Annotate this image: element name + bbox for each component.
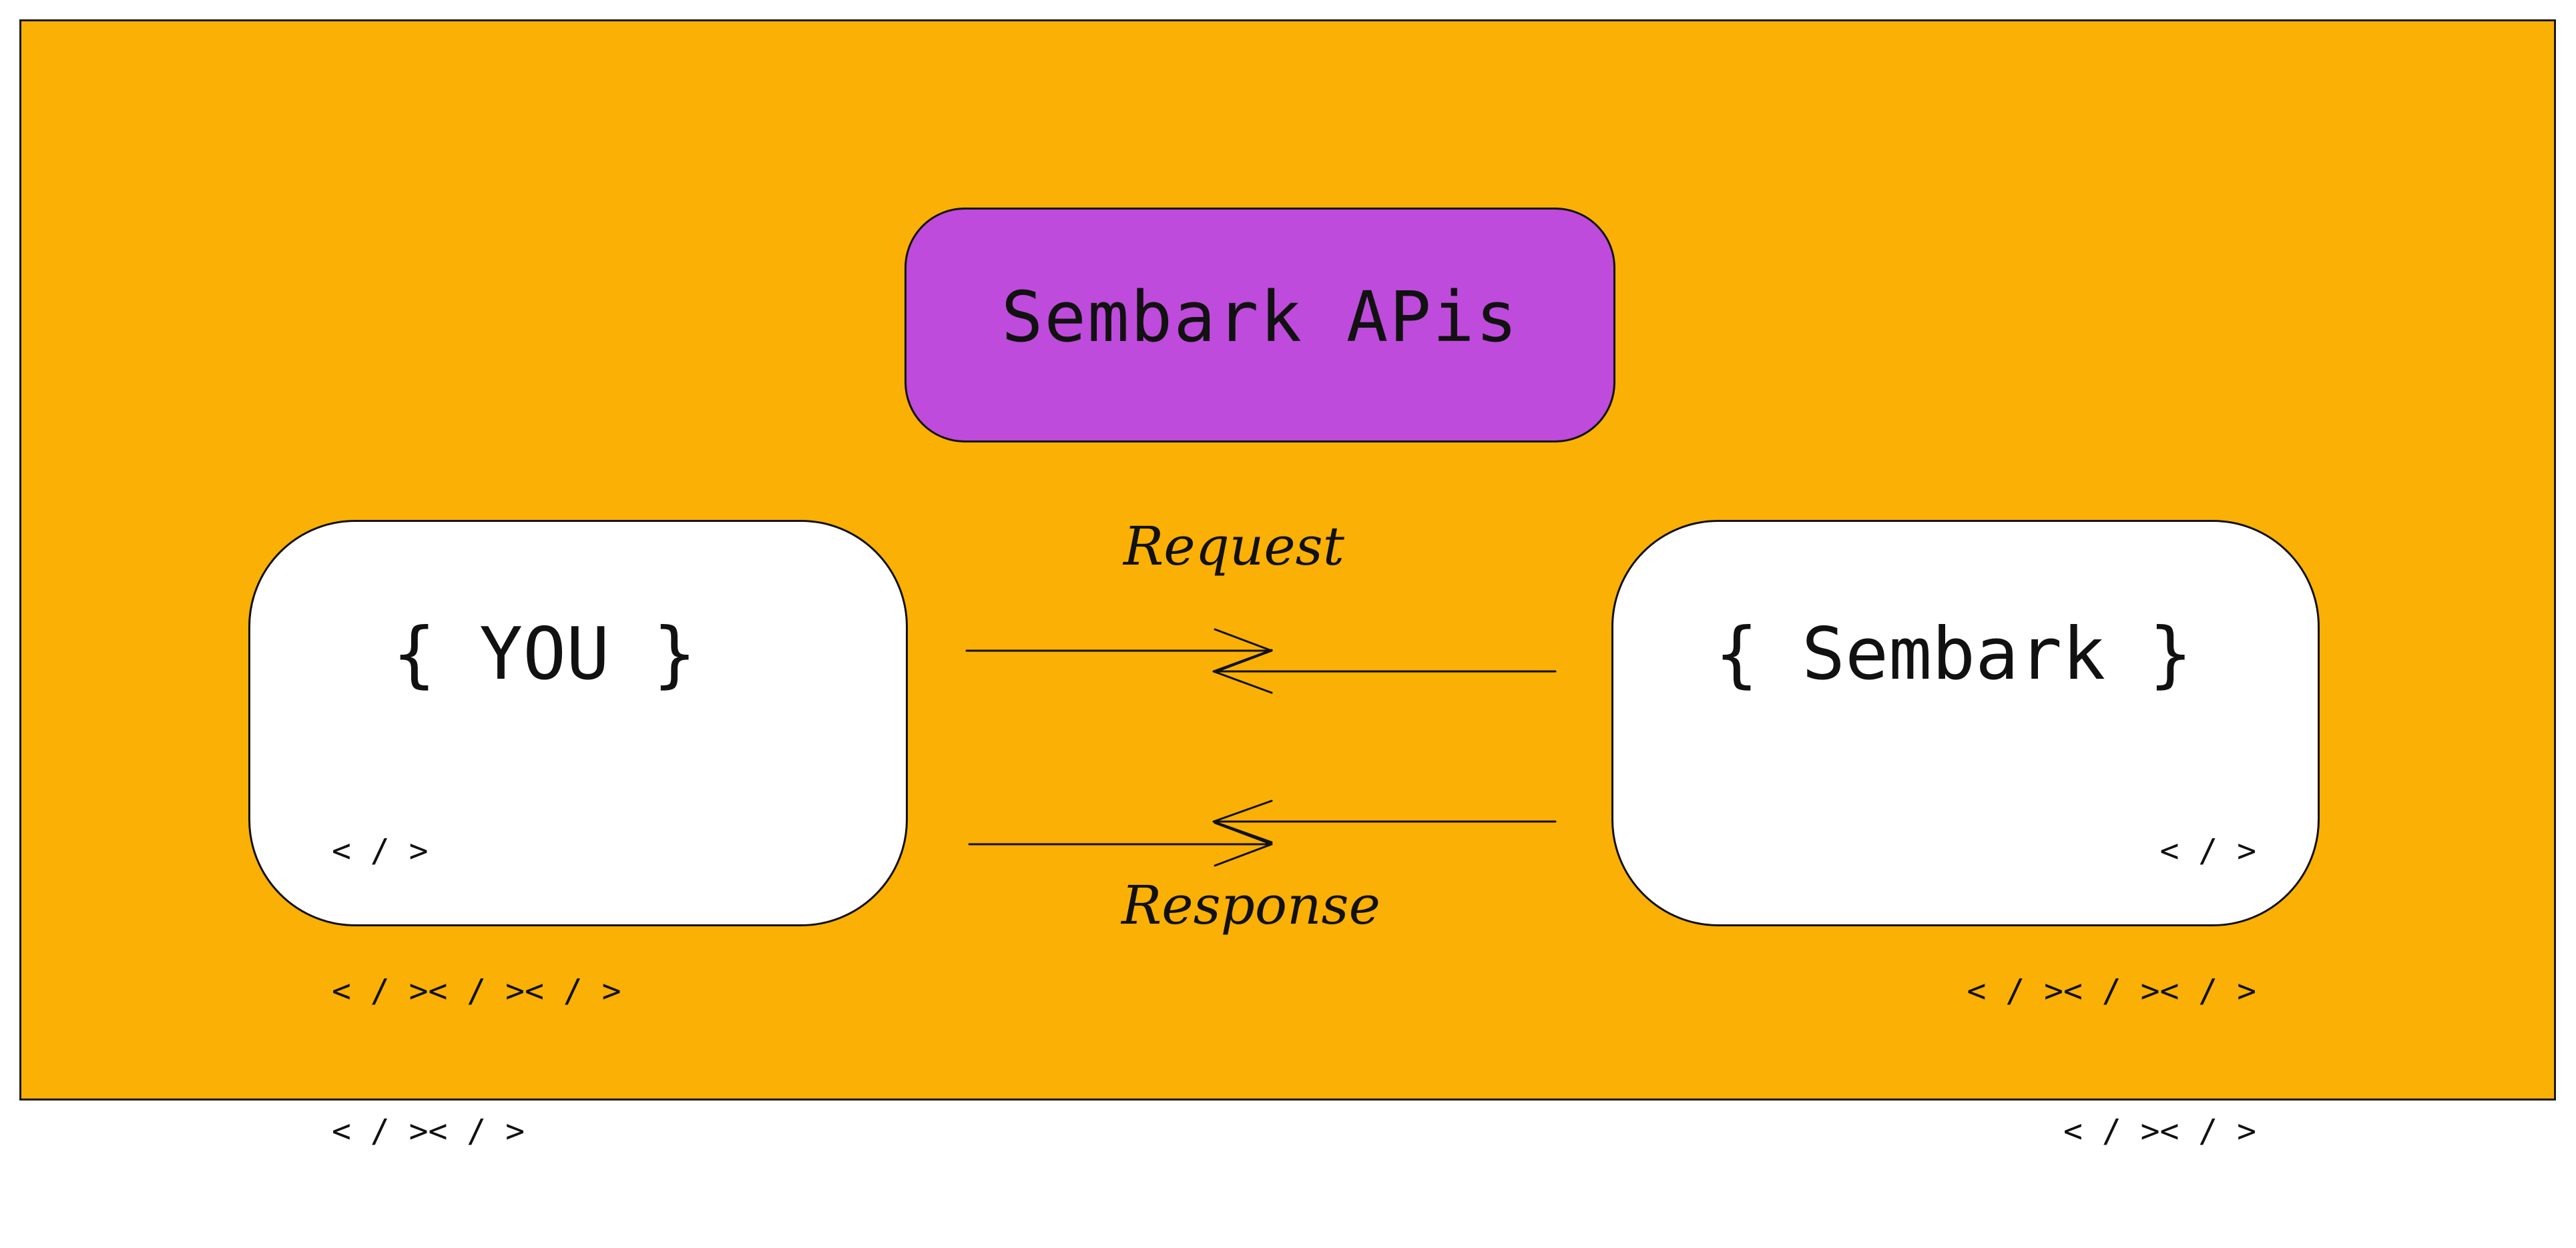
sembark-code-line: < / >< / >< / > bbox=[1967, 972, 2256, 1010]
connection-arrows bbox=[965, 628, 1557, 867]
sembark-title: { Sembark } bbox=[1715, 613, 2193, 696]
response-arrow-out-head bbox=[1214, 822, 1273, 867]
request-label: Request bbox=[1123, 515, 1344, 577]
you-box: { YOU } < / > < / >< / >< / > < / >< / > bbox=[248, 520, 908, 1150]
you-code-line: < / >< / >< / > bbox=[332, 972, 621, 1010]
sembark-code-line: < / > bbox=[2159, 832, 2257, 870]
sembark-apis-box: Sembark APis bbox=[905, 208, 1615, 442]
you-code-snippet: < / > < / >< / >< / > < / >< / > bbox=[332, 734, 621, 1248]
request-arrow-back-head bbox=[1212, 649, 1273, 694]
you-code-line: < / > bbox=[332, 832, 429, 870]
sembark-box: { Sembark } < / > < / >< / >< / > < / ><… bbox=[1611, 520, 2320, 1150]
response-label: Response bbox=[1121, 874, 1380, 936]
you-title: { YOU } bbox=[393, 613, 697, 696]
sembark-apis-title: Sembark APis bbox=[1001, 276, 1519, 358]
response-arrow-back-head bbox=[1212, 800, 1273, 844]
